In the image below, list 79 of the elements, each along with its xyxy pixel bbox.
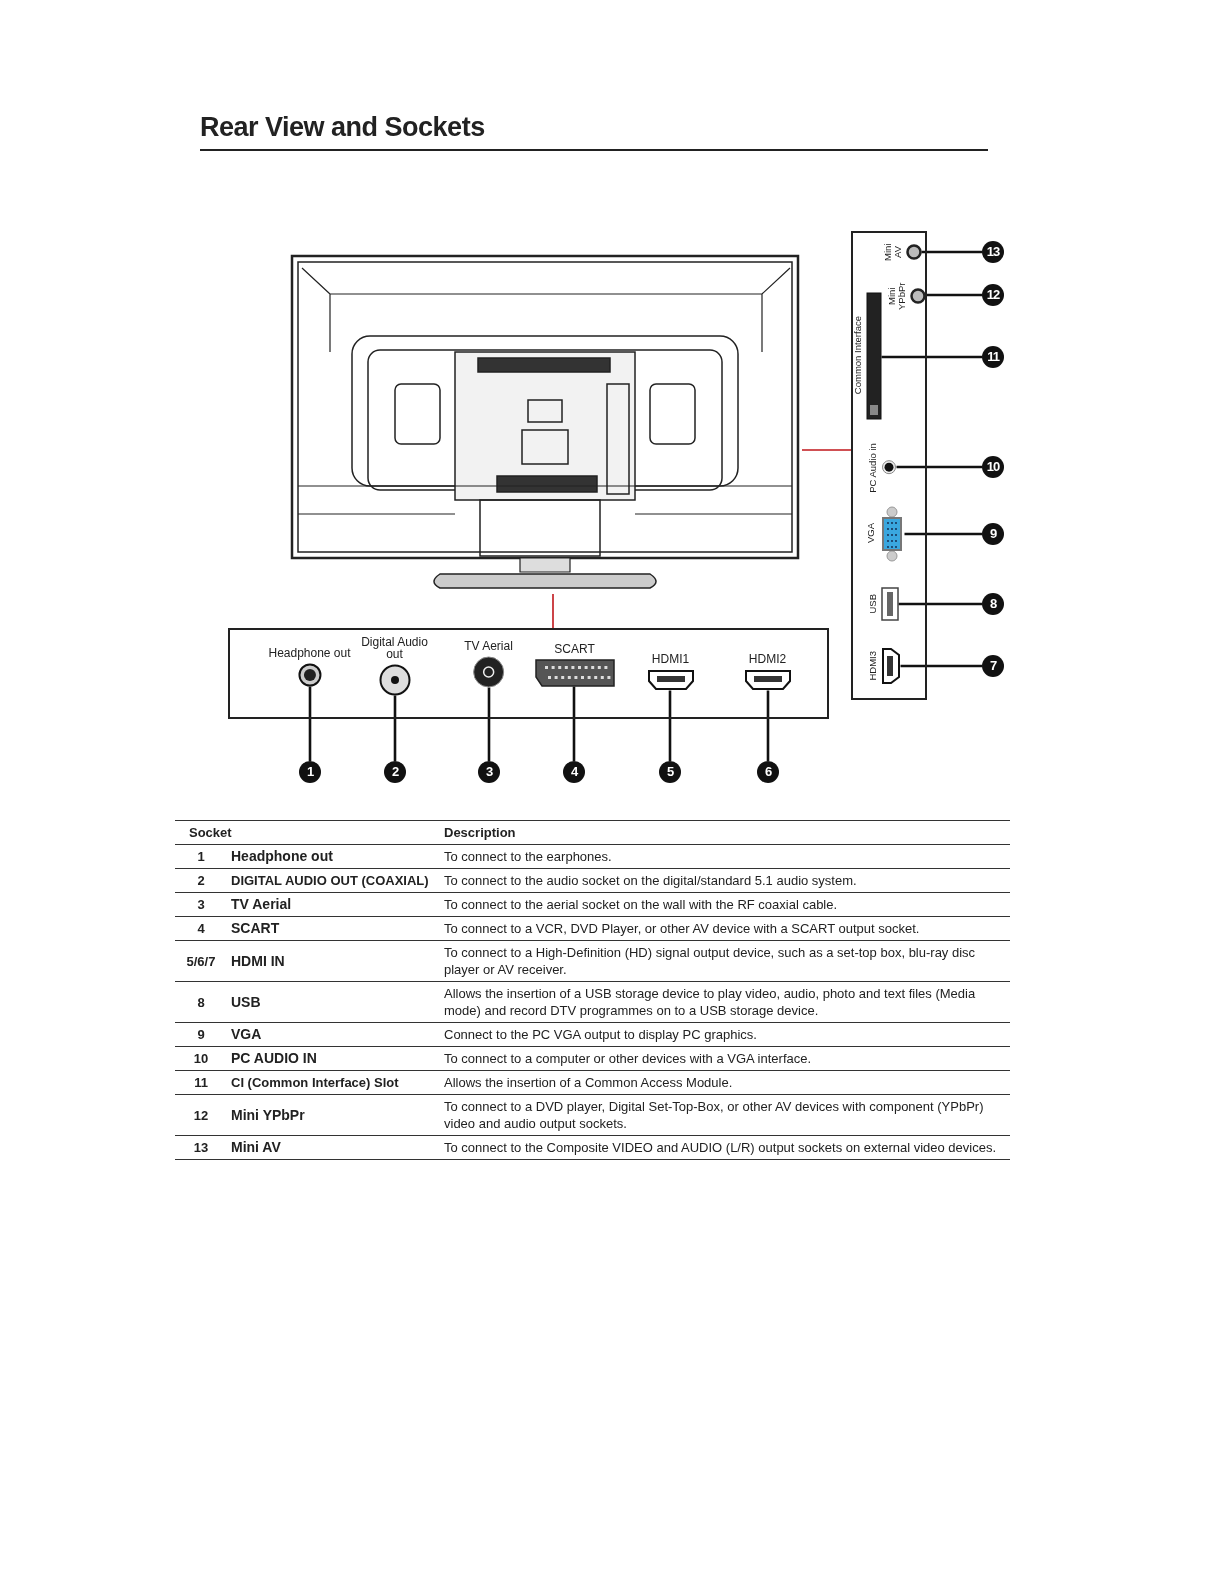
socket-name: DIGITAL AUDIO OUT (COAXIAL): [227, 868, 440, 893]
row-number: 11: [175, 1070, 227, 1095]
page-title: Rear View and Sockets: [200, 112, 485, 143]
callout-number: 12: [982, 284, 1004, 306]
description-text: To connect to the Composite VIDEO and AUDIO (L/R) output sockets on external video devices.: [440, 1135, 1010, 1160]
leader-line: [572, 686, 576, 761]
column-header: Description: [440, 820, 1010, 845]
leader-line: [904, 532, 982, 536]
callout-number: 4: [563, 761, 585, 783]
socket-name: SCART: [227, 916, 440, 941]
socket-label: TV Aerial: [464, 639, 513, 652]
socket-name: USB: [227, 981, 440, 1023]
socket-label: HDMI2: [748, 652, 787, 665]
leader-line: [668, 690, 672, 761]
socket-name: CI (Common Interface) Slot: [227, 1070, 440, 1095]
row-number: 12: [175, 1094, 227, 1136]
socket-name: Mini YPbPr: [227, 1094, 440, 1136]
row-number: 10: [175, 1046, 227, 1071]
leader-line: [552, 593, 554, 629]
leader-line: [393, 695, 397, 761]
leader-line: [921, 250, 982, 254]
socket-label: Mini YPbPr: [886, 280, 907, 312]
socket-label: SCART: [554, 642, 595, 655]
description-text: To connect to a DVD player, Digital Set-Top-Box, or other AV devices with component (YPbPr) video and audio output sockets.: [440, 1094, 1010, 1136]
description-text: To connect to the audio socket on the digital/standard 5.1 audio system.: [440, 868, 1010, 893]
leader-line: [900, 664, 982, 668]
socket-name: PC AUDIO IN: [227, 1046, 440, 1071]
socket-label: PC Audio in: [867, 442, 878, 493]
leader-line: [896, 465, 982, 469]
callout-number: 10: [982, 456, 1004, 478]
row-number: 9: [175, 1022, 227, 1047]
row-number: 1: [175, 844, 227, 869]
callout-number: 1: [299, 761, 321, 783]
socket-name: TV Aerial: [227, 892, 440, 917]
leader-line: [766, 690, 770, 761]
row-number: 3: [175, 892, 227, 917]
socket-label: USB: [867, 593, 878, 614]
callout-number: 11: [982, 346, 1004, 368]
callout-number: 7: [982, 655, 1004, 677]
callout-number: 13: [982, 241, 1004, 263]
description-text: To connect to a High-Definition (HD) signal output device, such as a set-top box, blu-ray disc player or AV receiver.: [440, 940, 1010, 982]
connector-panel: [851, 231, 927, 700]
callout-number: 6: [757, 761, 779, 783]
leader-line: [881, 355, 982, 359]
leader-line: [487, 687, 491, 761]
description-text: Allows the insertion of a Common Access Module.: [440, 1070, 1010, 1095]
description-text: Connect to the PC VGA output to display PC graphics.: [440, 1022, 1010, 1047]
socket-label: Headphone out: [268, 646, 351, 659]
callout-number: 5: [659, 761, 681, 783]
socket-label: VGA: [865, 523, 876, 544]
row-number: 8: [175, 981, 227, 1023]
callout-number: 8: [982, 593, 1004, 615]
description-text: To connect to a computer or other devices with a VGA interface.: [440, 1046, 1010, 1071]
description-text: Allows the insertion of a USB storage device to play video, audio, photo and text files (Media mode) and record DTV programmes on to a USB storage device.: [440, 981, 1010, 1023]
socket-name: Headphone out: [227, 844, 440, 869]
socket-name: HDMI IN: [227, 940, 440, 982]
leader-line: [801, 449, 852, 451]
leader-line: [898, 602, 982, 606]
connector-panel: [228, 628, 829, 719]
column-header: Socket: [175, 820, 440, 845]
row-number: 5/6/7: [175, 940, 227, 982]
row-number: 2: [175, 868, 227, 893]
callout-number: 9: [982, 523, 1004, 545]
callout-number: 2: [384, 761, 406, 783]
socket-name: Mini AV: [227, 1135, 440, 1160]
row-number: 13: [175, 1135, 227, 1160]
socket-name: VGA: [227, 1022, 440, 1047]
row-number: 4: [175, 916, 227, 941]
socket-label: HDMI3: [867, 650, 878, 681]
leader-line: [308, 686, 312, 761]
description-text: To connect to the earphones.: [440, 844, 1010, 869]
socket-label: HDMI1: [651, 652, 690, 665]
leader-line: [925, 293, 982, 297]
callout-number: 3: [478, 761, 500, 783]
socket-label: Common Interface: [852, 316, 863, 395]
description-text: To connect to the aerial socket on the wall with the RF coaxial cable.: [440, 892, 1010, 917]
description-text: To connect to a VCR, DVD Player, or other AV device with a SCART output socket.: [440, 916, 1010, 941]
socket-label: Mini AV: [882, 241, 903, 263]
socket-label: Digital Audio out: [360, 635, 429, 660]
